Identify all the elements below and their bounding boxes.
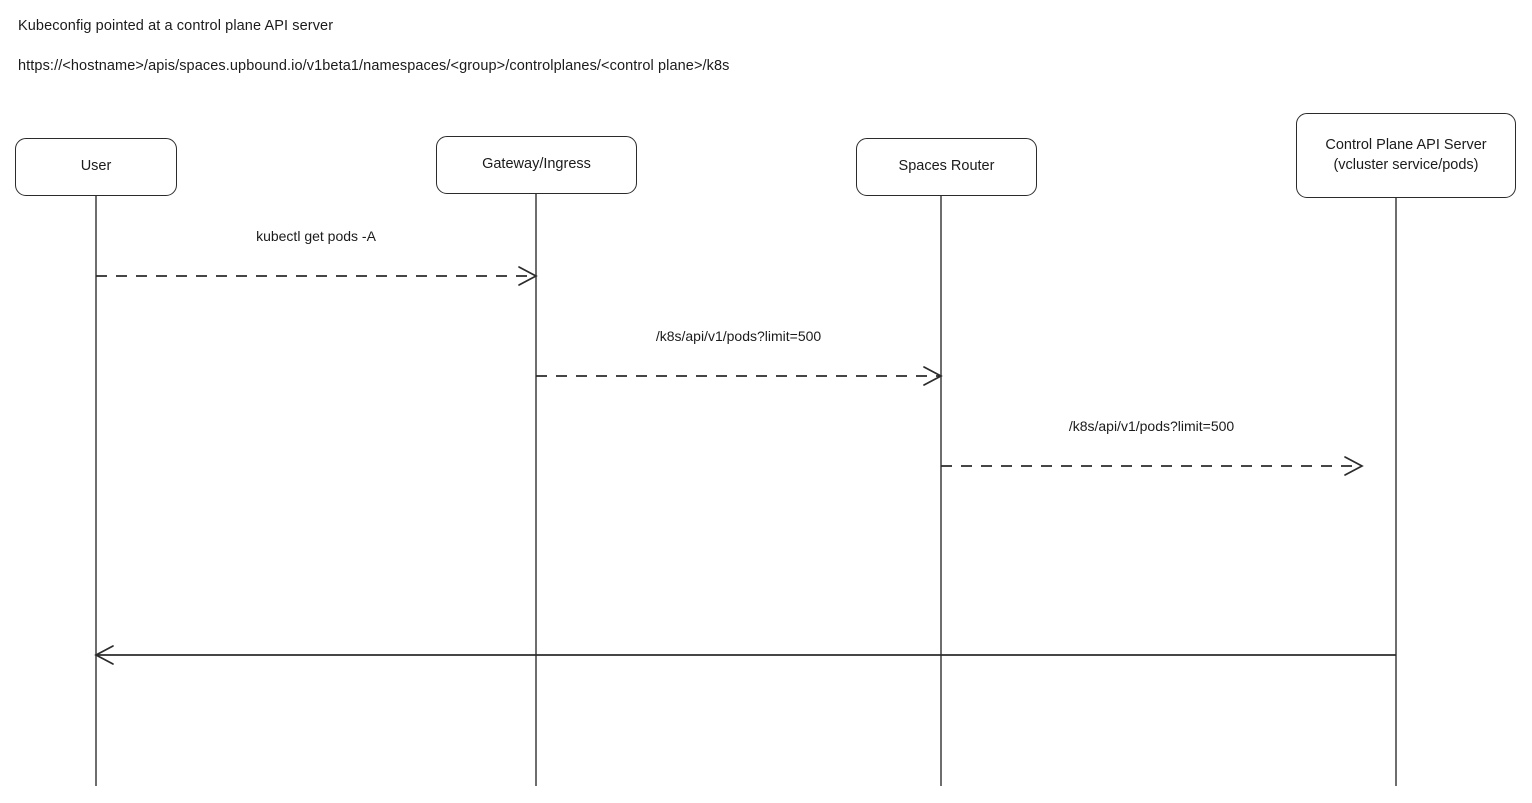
participant-label-spaces-router: Spaces Router (898, 158, 995, 175)
message-msg-1[interactable] (96, 266, 538, 286)
participant-label-user: User (80, 158, 112, 175)
participant-box-control-plane[interactable]: Control Plane API Server (vcluster servi… (1296, 113, 1516, 198)
message-label-msg-1: kubectl get pods -A (256, 228, 376, 244)
participant-box-spaces-router[interactable]: Spaces Router (856, 138, 1037, 196)
participant-label-control-plane: Control Plane API Server (vcluster servi… (1325, 137, 1487, 173)
kubeconfig-description-text: Kubeconfig pointed at a control plane AP… (18, 18, 334, 34)
arrowhead-msg-4 (94, 645, 114, 665)
message-msg-3[interactable] (941, 456, 1364, 476)
message-label-msg-3: /k8s/api/v1/pods?limit=500 (1068, 418, 1235, 434)
participant-box-user[interactable]: User (15, 138, 177, 196)
message-label-msg-2: /k8s/api/v1/pods?limit=500 (655, 328, 822, 344)
participant-label-gateway: Gateway/Ingress (482, 156, 591, 173)
message-msg-4[interactable] (94, 645, 1396, 665)
arrowhead-msg-2 (923, 366, 943, 386)
arrowhead-msg-3 (1344, 456, 1364, 476)
control-plane-api-url-text: https://<hostname>/apis/spaces.upbound.i… (18, 58, 730, 74)
message-msg-2[interactable] (536, 366, 943, 386)
arrowhead-msg-1 (518, 266, 538, 286)
participant-box-gateway[interactable]: Gateway/Ingress (436, 136, 637, 194)
